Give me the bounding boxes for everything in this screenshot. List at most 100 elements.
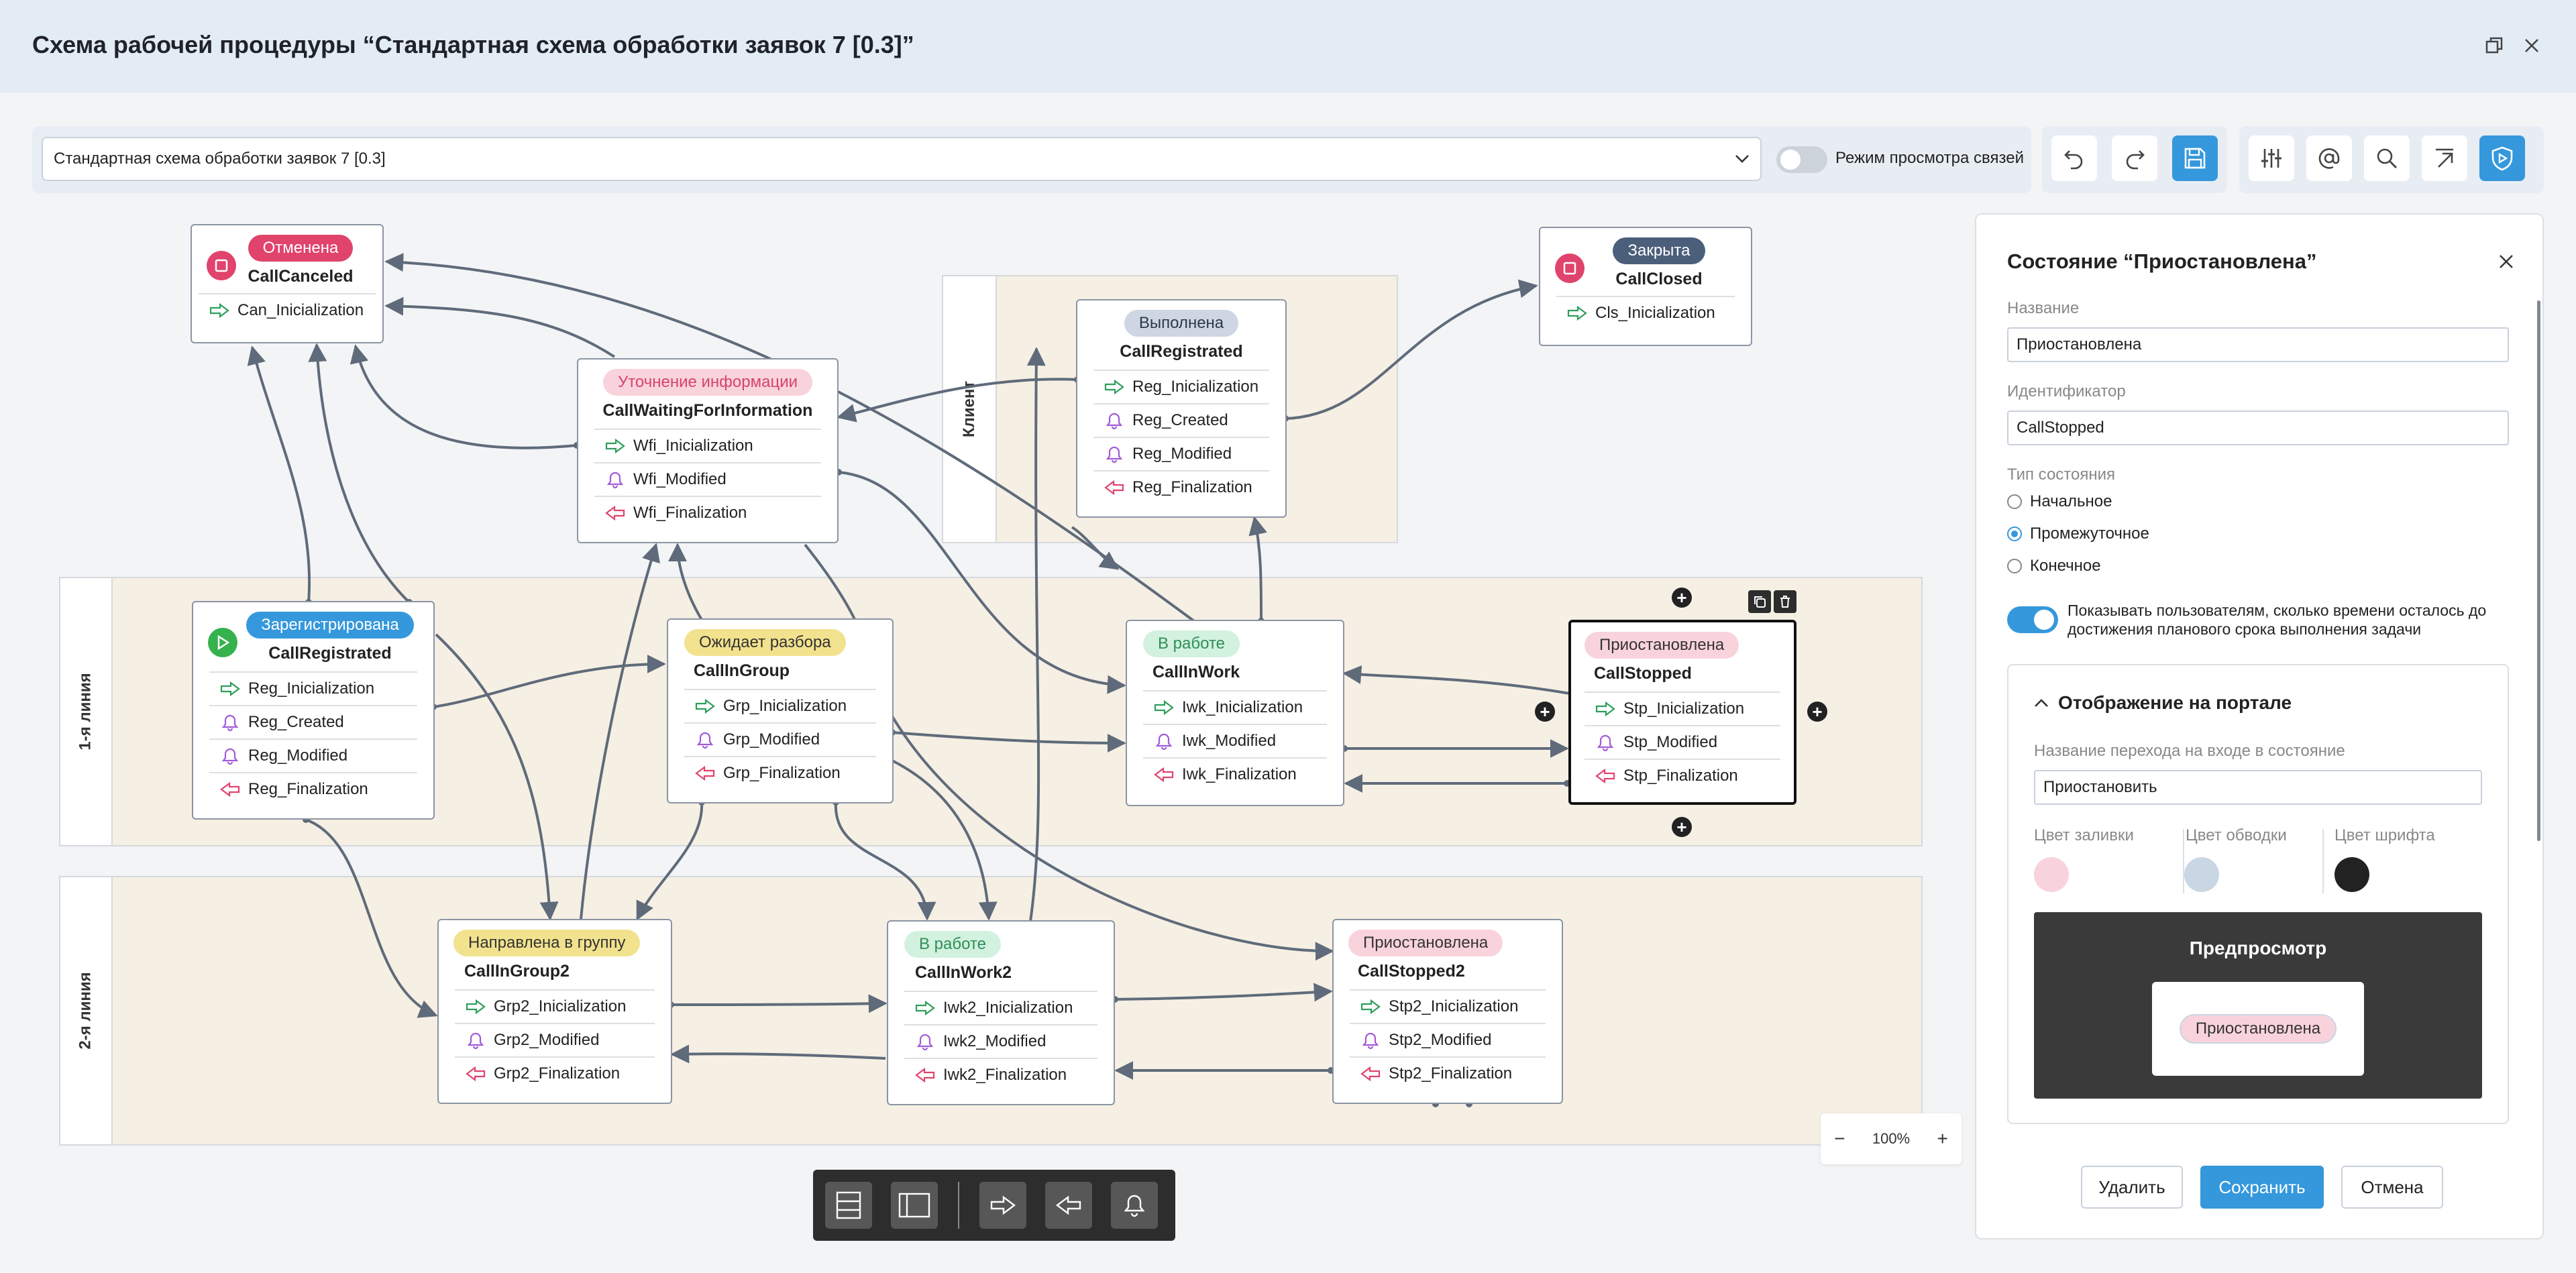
list-item[interactable]: Grp_Modified	[684, 724, 876, 757]
show-time-toggle[interactable]	[2007, 606, 2058, 633]
list-item[interactable]: Stp2_Finalization	[1350, 1058, 1546, 1090]
add-node-top-button[interactable]: +	[1672, 588, 1692, 608]
stroke-color-swatch[interactable]	[2184, 857, 2219, 892]
list-item[interactable]: Reg_Inicialization	[209, 673, 417, 706]
list-item[interactable]: Reg_Finalization	[209, 773, 417, 806]
list-item[interactable]: Reg_Modified	[209, 740, 417, 773]
list-item[interactable]: Iwk2_Finalization	[904, 1059, 1097, 1091]
add-event-button[interactable]	[1111, 1182, 1158, 1229]
status-badge: Закрыта	[1613, 237, 1705, 264]
node-id: CallStopped	[1594, 664, 1692, 683]
dialog-header	[0, 0, 2576, 93]
add-horizontal-lane-button[interactable]	[825, 1182, 872, 1229]
list-item[interactable]: Iwk_Modified	[1143, 725, 1327, 759]
radio-intermediate-circle[interactable]	[2007, 527, 2022, 541]
radio-intermediate[interactable]: Промежуточное	[2007, 524, 2149, 543]
save-scheme-button[interactable]	[2172, 135, 2218, 181]
copy-node-button[interactable]	[1748, 590, 1771, 613]
settings-sliders-button[interactable]	[2249, 135, 2294, 181]
link-view-toggle[interactable]	[1776, 146, 1827, 173]
close-dialog-icon[interactable]	[2520, 34, 2544, 58]
list-item[interactable]: Stp_Finalization	[1585, 760, 1780, 792]
restore-window-icon[interactable]	[2482, 34, 2506, 58]
preview-label: Предпросмотр	[2189, 938, 2327, 958]
node-call-in-work[interactable]: В работе CallInWork Iwk_Inicialization I…	[1126, 620, 1344, 806]
add-node-bottom-button[interactable]: +	[1672, 817, 1692, 837]
radio-final-circle[interactable]	[2007, 559, 2022, 573]
node-call-canceled[interactable]: Отменена CallCanceled Can_Inicialization	[191, 224, 384, 343]
add-node-right-button[interactable]: +	[1807, 702, 1827, 722]
arrow-right-icon	[466, 999, 486, 1014]
node-call-registered[interactable]: Зарегистрирована CallRegistrated Reg_Ini…	[192, 601, 435, 820]
list-item[interactable]: Iwk2_Modified	[904, 1026, 1097, 1059]
list-item[interactable]: Wfi_Finalization	[594, 497, 821, 529]
search-button[interactable]	[2364, 135, 2410, 181]
list-item[interactable]: Iwk_Finalization	[1143, 759, 1327, 791]
list-item[interactable]: Stp2_Modified	[1350, 1024, 1546, 1058]
zoom-out-button[interactable]: −	[1834, 1128, 1845, 1149]
zoom-in-button[interactable]: +	[1937, 1128, 1948, 1149]
name-input[interactable]: Приостановлена	[2007, 327, 2509, 362]
list-item[interactable]: Wfi_Modified	[594, 463, 821, 497]
state-properties-panel: Состояние “Приостановлена” Название Прио…	[1975, 213, 2544, 1239]
list-item[interactable]: Iwk_Inicialization	[1143, 691, 1327, 725]
node-call-done[interactable]: Выполнена CallRegistrated Reg_Inicializa…	[1076, 299, 1287, 518]
arrow-left-icon	[605, 506, 625, 520]
list-item[interactable]: Grp2_Finalization	[455, 1058, 655, 1090]
list-item[interactable]: Can_Inicialization	[199, 294, 376, 327]
add-finalization-button[interactable]	[1045, 1182, 1092, 1229]
list-item[interactable]: Reg_Created	[1093, 404, 1269, 438]
cancel-button[interactable]: Отмена	[2341, 1166, 2443, 1209]
status-badge: Уточнение информации	[602, 369, 813, 396]
node-call-stopped2[interactable]: Приостановлена CallStopped2 Stp2_Inicial…	[1332, 919, 1563, 1104]
undo-button[interactable]	[2051, 135, 2097, 181]
node-call-waiting-for-information[interactable]: Уточнение информации CallWaitingForInfor…	[577, 358, 839, 543]
list-item[interactable]: Grp_Inicialization	[684, 690, 876, 724]
font-color-swatch[interactable]	[2334, 857, 2369, 892]
scheme-select[interactable]: Стандартная схема обработки заявок 7 [0.…	[42, 137, 1762, 181]
list-item[interactable]: Grp_Finalization	[684, 757, 876, 789]
close-panel-button[interactable]	[2494, 250, 2518, 274]
export-button[interactable]	[2422, 135, 2467, 181]
node-call-in-group2[interactable]: Направлена в группу CallInGroup2 Grp2_In…	[437, 919, 672, 1104]
list-item[interactable]: Grp2_Modified	[455, 1024, 655, 1058]
list-item[interactable]: Reg_Created	[209, 706, 417, 740]
transition-name-input[interactable]: Приостановить	[2034, 770, 2482, 805]
run-scheme-button[interactable]	[2479, 135, 2525, 181]
node-call-in-group[interactable]: Ожидает разбора CallInGroup Grp_Iniciali…	[667, 618, 894, 804]
add-initialization-button[interactable]	[979, 1182, 1026, 1229]
node-call-stopped[interactable]: Приостановлена CallStopped Stp_Inicializ…	[1568, 620, 1796, 805]
delete-node-button[interactable]	[1774, 590, 1796, 613]
node-call-in-work2[interactable]: В работе CallInWork2 Iwk2_Inicialization…	[887, 920, 1115, 1105]
zoom-control: − 100% +	[1821, 1113, 1962, 1164]
save-button[interactable]: Сохранить	[2200, 1166, 2324, 1209]
list-item[interactable]: Stp2_Inicialization	[1350, 991, 1546, 1024]
mention-button[interactable]	[2306, 135, 2352, 181]
status-badge: Приостановлена	[1348, 930, 1503, 956]
list-item[interactable]: Stp_Inicialization	[1585, 693, 1780, 726]
list-item[interactable]: Grp2_Inicialization	[455, 991, 655, 1024]
radio-initial-circle[interactable]	[2007, 494, 2022, 509]
radio-final[interactable]: Конечное	[2007, 557, 2101, 575]
redo-button[interactable]	[2112, 135, 2157, 181]
id-input[interactable]: CallStopped	[2007, 410, 2509, 445]
arrow-left-icon	[695, 766, 715, 781]
list-item[interactable]: Reg_Modified	[1093, 438, 1269, 472]
list-item[interactable]: Iwk2_Inicialization	[904, 992, 1097, 1026]
list-item[interactable]: Reg_Finalization	[1093, 472, 1269, 504]
add-node-left-button[interactable]: +	[1535, 702, 1555, 722]
list-item[interactable]: Stp_Modified	[1585, 726, 1780, 760]
panel-scrollbar[interactable]	[2537, 300, 2540, 841]
list-item[interactable]: Wfi_Inicialization	[594, 430, 821, 463]
font-color-label: Цвет шрифта	[2334, 826, 2435, 844]
node-call-closed[interactable]: Закрыта CallClosed Cls_Inicialization	[1539, 227, 1752, 346]
delete-button[interactable]: Удалить	[2081, 1166, 2183, 1209]
add-vertical-lane-button[interactable]	[891, 1182, 938, 1229]
fill-color-swatch[interactable]	[2034, 857, 2069, 892]
radio-initial[interactable]: Начальное	[2007, 492, 2112, 511]
portal-section-toggle[interactable]: Отображение на портале	[2034, 692, 2292, 714]
play-icon	[208, 628, 237, 657]
node-id: CallInGroup2	[464, 962, 570, 981]
list-item[interactable]: Reg_Inicialization	[1093, 371, 1269, 404]
list-item[interactable]: Cls_Inicialization	[1556, 297, 1735, 329]
